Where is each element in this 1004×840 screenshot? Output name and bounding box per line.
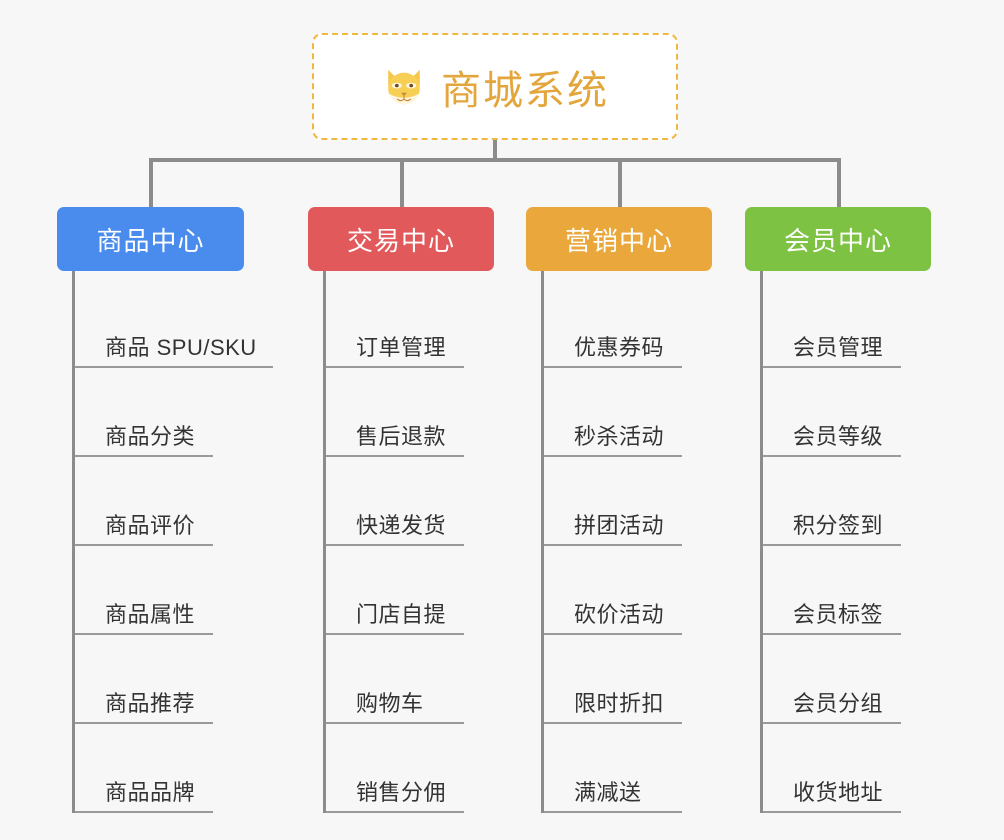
leaf-underline: 拼团活动 — [544, 508, 682, 546]
leaf-underline: 订单管理 — [326, 330, 464, 368]
leaf-underline: 商品属性 — [75, 597, 213, 635]
leaf-label: 商品 SPU/SKU — [105, 335, 257, 360]
leaf-underline: 商品分类 — [75, 419, 213, 457]
list-item[interactable]: 销售分佣 — [326, 724, 494, 813]
leaf-label: 商品评价 — [105, 513, 196, 538]
leaf-underline: 会员等级 — [763, 419, 901, 457]
leaf-label: 砍价活动 — [574, 602, 665, 627]
leaf-label: 积分签到 — [793, 513, 884, 538]
list-item[interactable]: 优惠券码 — [544, 279, 712, 368]
leaf-label: 拼团活动 — [574, 513, 665, 538]
list-item[interactable]: 砍价活动 — [544, 546, 712, 635]
leaf-list-2: 订单管理 售后退款 快递发货 门店自提 购物车 销售分佣 — [323, 271, 494, 813]
connector-drop-4 — [837, 158, 841, 208]
root-title: 商城系统 — [441, 68, 609, 113]
leaf-label: 购物车 — [356, 691, 424, 716]
list-item[interactable]: 会员标签 — [763, 546, 931, 635]
leaf-label: 订单管理 — [356, 335, 447, 360]
branch-column-4: 会员中心 会员管理 会员等级 积分签到 会员标签 会员分组 收货地址 — [745, 207, 931, 813]
list-item[interactable]: 商品品牌 — [75, 724, 244, 813]
leaf-label: 限时折扣 — [574, 691, 665, 716]
leaf-underline: 收货地址 — [763, 775, 901, 813]
leaf-underline: 商品 SPU/SKU — [75, 330, 273, 368]
list-item[interactable]: 会员分组 — [763, 635, 931, 724]
list-item[interactable]: 购物车 — [326, 635, 494, 724]
category-box-4[interactable]: 会员中心 — [745, 207, 931, 271]
connector-drop-2 — [400, 158, 404, 208]
list-item[interactable]: 商品 SPU/SKU — [75, 279, 273, 368]
leaf-underline: 快递发货 — [326, 508, 464, 546]
list-item[interactable]: 快递发货 — [326, 457, 494, 546]
leaf-underline: 秒杀活动 — [544, 419, 682, 457]
connector-drop-1 — [149, 158, 153, 208]
leaf-label: 快递发货 — [356, 513, 447, 538]
list-item[interactable]: 门店自提 — [326, 546, 494, 635]
leaf-underline: 门店自提 — [326, 597, 464, 635]
leaf-underline: 销售分佣 — [326, 775, 464, 813]
leaf-underline: 商品品牌 — [75, 775, 213, 813]
leaf-label: 门店自提 — [356, 602, 447, 627]
list-item[interactable]: 拼团活动 — [544, 457, 712, 546]
connector-stem — [493, 140, 497, 162]
list-item[interactable]: 商品评价 — [75, 457, 244, 546]
leaf-label: 会员等级 — [793, 424, 884, 449]
leaf-list-4: 会员管理 会员等级 积分签到 会员标签 会员分组 收货地址 — [760, 271, 931, 813]
leaf-underline: 积分签到 — [763, 508, 901, 546]
leaf-label: 会员管理 — [793, 335, 884, 360]
leaf-underline: 会员分组 — [763, 686, 901, 724]
list-item[interactable]: 商品分类 — [75, 368, 244, 457]
list-item[interactable]: 商品推荐 — [75, 635, 244, 724]
leaf-label: 优惠券码 — [574, 335, 665, 360]
leaf-list-1: 商品 SPU/SKU 商品分类 商品评价 商品属性 商品推荐 商品品牌 — [72, 271, 273, 813]
leaf-label: 商品分类 — [105, 424, 196, 449]
leaf-underline: 会员管理 — [763, 330, 901, 368]
category-box-3[interactable]: 营销中心 — [526, 207, 712, 271]
leaf-label: 销售分佣 — [356, 780, 447, 805]
list-item[interactable]: 会员等级 — [763, 368, 931, 457]
category-label-3: 营销中心 — [564, 225, 673, 256]
leaf-label: 会员标签 — [793, 602, 884, 627]
leaf-label: 满减送 — [574, 780, 642, 805]
leaf-label: 会员分组 — [793, 691, 884, 716]
leaf-underline: 满减送 — [544, 775, 682, 813]
branch-column-1: 商品中心 商品 SPU/SKU 商品分类 商品评价 商品属性 商品推荐 商品品牌 — [57, 207, 273, 813]
list-item[interactable]: 商品属性 — [75, 546, 244, 635]
leaf-underline: 售后退款 — [326, 419, 464, 457]
leaf-underline: 限时折扣 — [544, 686, 682, 724]
connector-drop-3 — [618, 158, 622, 208]
dog-face-icon — [381, 64, 427, 110]
connector-horizontal-bar — [149, 158, 841, 162]
category-label-2: 交易中心 — [346, 225, 455, 256]
category-label-1: 商品中心 — [96, 225, 205, 256]
leaf-underline: 商品推荐 — [75, 686, 213, 724]
leaf-underline: 购物车 — [326, 686, 464, 724]
list-item[interactable]: 售后退款 — [326, 368, 494, 457]
leaf-underline: 会员标签 — [763, 597, 901, 635]
list-item[interactable]: 收货地址 — [763, 724, 931, 813]
leaf-list-3: 优惠券码 秒杀活动 拼团活动 砍价活动 限时折扣 满减送 — [541, 271, 712, 813]
leaf-underline: 砍价活动 — [544, 597, 682, 635]
leaf-label: 秒杀活动 — [574, 424, 665, 449]
list-item[interactable]: 订单管理 — [326, 279, 494, 368]
leaf-label: 商品推荐 — [105, 691, 196, 716]
list-item[interactable]: 满减送 — [544, 724, 712, 813]
root-node[interactable]: 商城系统 — [312, 33, 678, 140]
leaf-label: 售后退款 — [356, 424, 447, 449]
leaf-label: 商品品牌 — [105, 780, 196, 805]
list-item[interactable]: 限时折扣 — [544, 635, 712, 724]
leaf-underline: 优惠券码 — [544, 330, 682, 368]
category-box-1[interactable]: 商品中心 — [57, 207, 244, 271]
leaf-label: 商品属性 — [105, 602, 196, 627]
branch-column-3: 营销中心 优惠券码 秒杀活动 拼团活动 砍价活动 限时折扣 满减送 — [526, 207, 712, 813]
list-item[interactable]: 积分签到 — [763, 457, 931, 546]
branch-column-2: 交易中心 订单管理 售后退款 快递发货 门店自提 购物车 销售分佣 — [308, 207, 494, 813]
category-box-2[interactable]: 交易中心 — [308, 207, 494, 271]
category-label-4: 会员中心 — [783, 225, 892, 256]
leaf-underline: 商品评价 — [75, 508, 213, 546]
leaf-label: 收货地址 — [793, 780, 884, 805]
list-item[interactable]: 会员管理 — [763, 279, 931, 368]
list-item[interactable]: 秒杀活动 — [544, 368, 712, 457]
